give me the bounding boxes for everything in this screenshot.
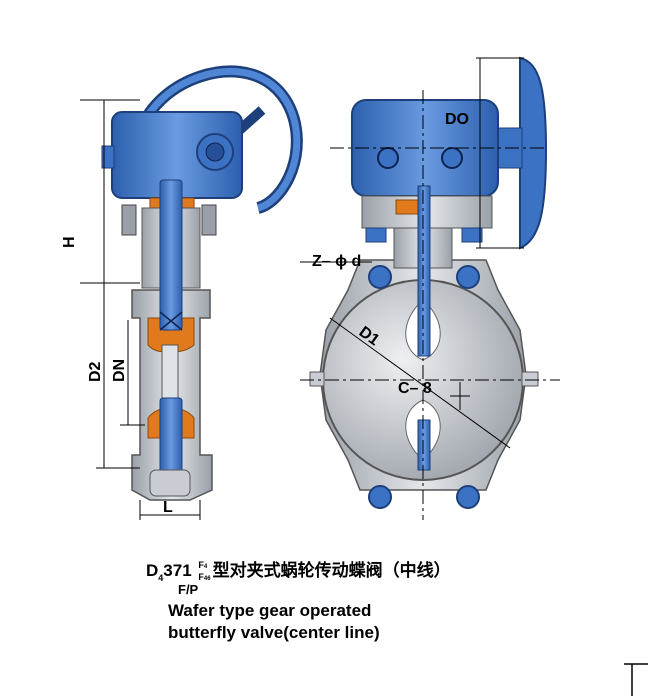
model-sub: 4 <box>158 573 164 583</box>
chinese-title: 型对夹式蜗轮传动蝶阀（中线） <box>212 561 451 580</box>
stack-bottom: F <box>198 571 204 582</box>
stack-top: F <box>198 559 204 570</box>
dim-dn: DN <box>111 359 128 382</box>
dim-l: L <box>163 499 173 516</box>
english-title-line1: Wafer type gear operated <box>168 601 372 620</box>
stack-top-sub: 4 <box>203 563 208 570</box>
dim-z-phi-d: Z– ϕ d <box>312 253 361 270</box>
front-dimensions <box>300 57 560 520</box>
dim-c-8: C– 8 <box>398 380 432 397</box>
model-stack: F4 F46 <box>198 560 210 584</box>
stack-bottom-sub: 46 <box>203 575 211 582</box>
side-view <box>101 65 303 501</box>
stem <box>159 179 183 331</box>
fp-label: F/P <box>178 582 199 597</box>
english-title-line2: butterfly valve(center line) <box>168 623 380 642</box>
model-prefix: D <box>146 561 159 580</box>
dim-d2: D2 <box>87 361 104 382</box>
side-dimensions <box>80 99 201 520</box>
dim-do: DO <box>445 111 469 128</box>
dim-h: H <box>61 236 78 248</box>
model-title: D4371 F4 F46 型对夹式蜗轮传动蝶阀（中线） <box>146 556 451 584</box>
corner-mark <box>624 663 648 696</box>
front-view <box>309 56 548 509</box>
model-number: 371 <box>163 561 192 580</box>
